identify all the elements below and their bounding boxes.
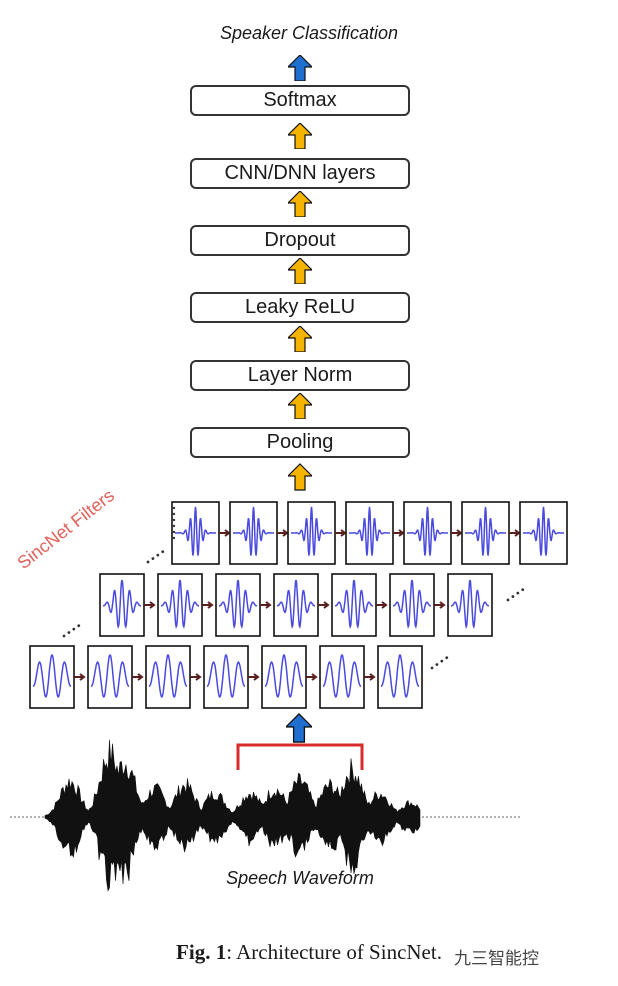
sinc-filter-wave [451, 579, 489, 629]
sinc-filter-box [447, 573, 493, 637]
filter-link-arrow-icon [509, 529, 521, 537]
filter-link-arrow-icon [219, 529, 231, 537]
sinc-filter-wave [335, 579, 373, 629]
sinc-filter-wave [380, 653, 420, 699]
layer-label: Pooling [266, 431, 334, 453]
sinc-filter-wave [233, 506, 274, 556]
sinc-filter-wave [90, 653, 130, 698]
sinc-filter-wave [32, 653, 72, 699]
filter-link-arrow-icon [376, 601, 388, 609]
filter-link-arrow-icon [335, 529, 347, 537]
layer-label: Dropout [264, 229, 336, 251]
filter-row-high [171, 501, 568, 565]
sinc-filter-wave [393, 579, 431, 629]
filter-link-arrow-icon [393, 529, 405, 537]
sinc-filter-wave [523, 506, 564, 556]
layer-box-layer-norm: Layer Norm [190, 360, 410, 391]
output-arrow-icon [288, 55, 312, 81]
watermark-text: 九三智能控 [454, 949, 539, 969]
filter-link-arrow-icon [74, 673, 86, 681]
sinc-filter-wave [103, 579, 141, 629]
filter-link-arrow-icon [318, 601, 330, 609]
sinc-filter-wave [219, 579, 257, 629]
up-arrow-icon [288, 393, 312, 419]
filter-link-arrow-icon [202, 601, 214, 609]
sinc-filter-wave [175, 506, 216, 556]
sinc-filter-wave [407, 506, 448, 556]
filter-link-arrow-icon [364, 673, 376, 681]
filter-link-arrow-icon [132, 673, 144, 681]
sinc-filter-wave [161, 579, 199, 629]
sinc-filter-wave [264, 653, 304, 699]
sinc-filter-wave [206, 653, 246, 698]
layer-box-cnn-dnn: CNN/DNN layers [190, 158, 410, 189]
sinc-filter-wave [349, 506, 390, 556]
layer-box-softmax: Softmax [190, 85, 410, 116]
sinc-filter-box [29, 645, 75, 709]
filter-row-low [29, 645, 423, 709]
up-arrow-icon [288, 191, 312, 217]
sinc-filter-wave [291, 506, 332, 556]
layer-box-dropout: Dropout [190, 225, 410, 256]
speech-waveform-label: Speech Waveform [226, 868, 374, 888]
sinc-filter-box [377, 645, 423, 709]
layer-box-leaky-relu: Leaky ReLU [190, 292, 410, 323]
filter-link-arrow-icon [144, 601, 156, 609]
up-arrow-icon [288, 326, 312, 352]
up-arrow-icon [288, 258, 312, 284]
filter-link-arrow-icon [451, 529, 463, 537]
sincnet-filter-bank [29, 501, 568, 709]
layer-label: Layer Norm [247, 364, 353, 386]
layer-label: Softmax [263, 89, 337, 111]
continuation-dots [62, 506, 525, 670]
speech-waveform-graphic [44, 739, 421, 892]
layer-label: Leaky ReLU [244, 296, 356, 318]
filter-link-arrow-icon [306, 673, 318, 681]
layer-box-pooling: Pooling [190, 427, 410, 458]
layer-label: CNN/DNN layers [224, 162, 376, 184]
filter-link-arrow-icon [260, 601, 272, 609]
figure-caption: Fig. 1: Architecture of SincNet. [0, 940, 618, 965]
sinc-filter-wave [465, 506, 506, 556]
caption-text: : Architecture of SincNet. [226, 940, 442, 964]
up-arrow-icon [288, 123, 312, 149]
sinc-filter-wave [322, 653, 362, 699]
filter-link-arrow-icon [190, 673, 202, 681]
filter-link-arrow-icon [277, 529, 289, 537]
filter-row-mid [99, 573, 493, 637]
figure-number: Fig. 1 [176, 940, 227, 964]
analysis-window-bracket [236, 743, 364, 770]
sinc-filter-wave [148, 653, 188, 698]
up-arrow-icon [288, 463, 312, 491]
output-label: Speaker Classification [219, 23, 399, 43]
sinc-filter-wave [277, 579, 315, 629]
input-arrow-icon [286, 713, 312, 743]
filter-link-arrow-icon [248, 673, 260, 681]
filter-link-arrow-icon [434, 601, 446, 609]
